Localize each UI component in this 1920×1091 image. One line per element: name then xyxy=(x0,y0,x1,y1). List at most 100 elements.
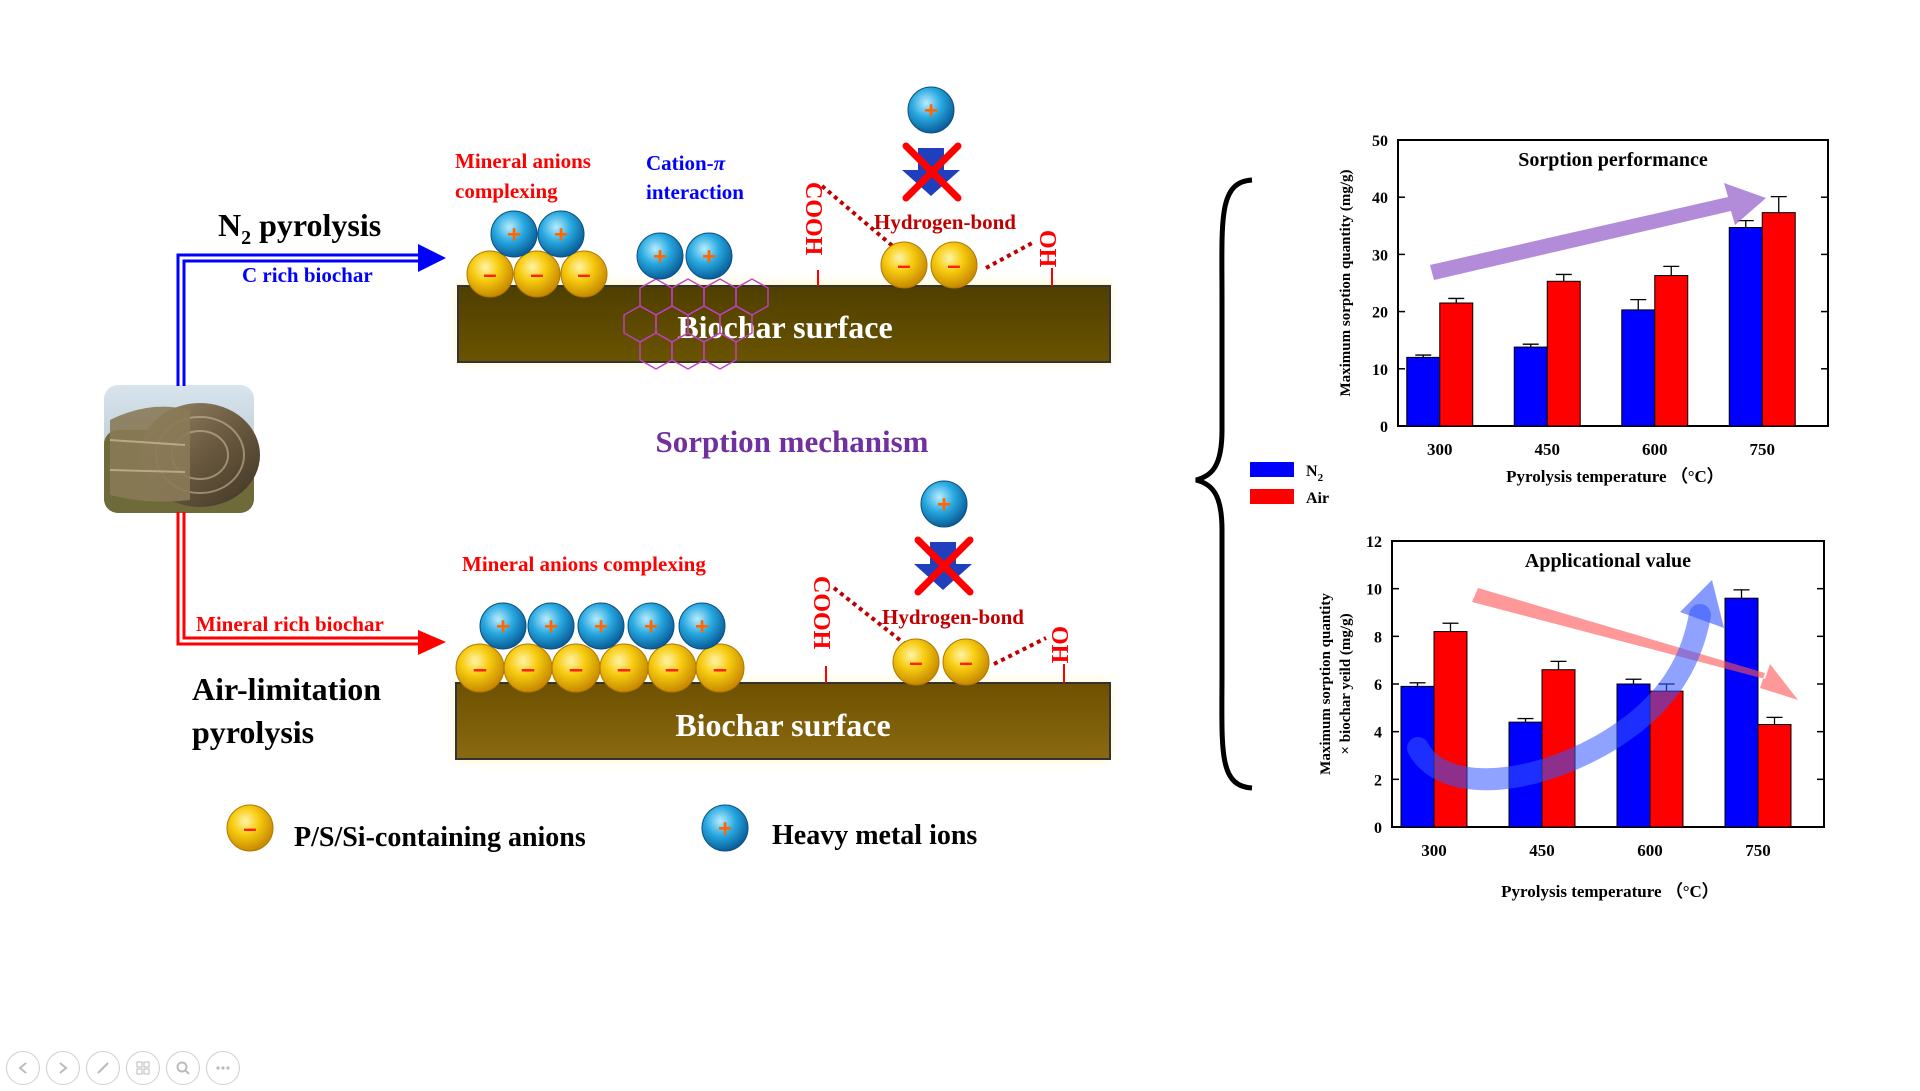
bar-n2 xyxy=(1724,597,1759,828)
cation-sphere: + xyxy=(537,210,585,258)
mineral-anions-label-line1: Mineral anions xyxy=(455,149,591,173)
minus-sign: – xyxy=(521,655,535,683)
hydrogen-bond-label-bottom: Hydrogen-bond xyxy=(882,605,1024,629)
legend-n2-swatch xyxy=(1250,462,1294,477)
x-tick-label: 300 xyxy=(1421,841,1447,860)
hydrogen-bond-label-top: Hydrogen-bond xyxy=(874,210,1016,234)
plus-sign: + xyxy=(544,614,558,641)
pen-icon xyxy=(97,1062,109,1074)
biomass-bale-photo xyxy=(104,385,260,513)
x-tick-label: 450 xyxy=(1535,440,1561,459)
y-tick-label: 2 xyxy=(1374,772,1382,789)
plus-sign: + xyxy=(702,244,716,271)
y-tick-label: 40 xyxy=(1372,190,1388,207)
magnifier-icon xyxy=(176,1061,190,1075)
top-biochar-surface: Biochar surface xyxy=(457,284,1111,363)
x-tick-label: 600 xyxy=(1637,841,1663,860)
chart-title: Sorption performance xyxy=(1518,149,1708,171)
cation-sphere: + xyxy=(907,86,955,134)
oh-label-top: OH xyxy=(1034,230,1060,268)
minus-sign: – xyxy=(569,655,583,683)
anion-sphere: – xyxy=(880,241,928,289)
minus-sign: – xyxy=(665,655,679,683)
chart-legend: N2 Air xyxy=(1250,462,1329,507)
x-tick-label: 300 xyxy=(1427,440,1453,459)
n2-pyrolysis-label: N2 pyrolysis xyxy=(218,207,381,249)
minus-sign: – xyxy=(483,262,496,289)
y-tick-label: 10 xyxy=(1372,362,1388,379)
legend-air-swatch xyxy=(1250,489,1294,504)
plus-sign: + xyxy=(644,614,658,641)
anion-sphere: – xyxy=(466,250,514,298)
anion-sphere: – xyxy=(942,638,990,686)
anion-sphere: – xyxy=(695,643,745,693)
plus-sign: + xyxy=(507,222,521,249)
blocked-cation-bottom xyxy=(914,536,974,596)
cation-sphere: + xyxy=(636,232,684,280)
minus-sign: – xyxy=(617,655,631,683)
trend-arrow-curved xyxy=(1407,604,1711,791)
bar-air xyxy=(1439,302,1474,427)
y-tick-label: 30 xyxy=(1372,247,1388,264)
cation-sphere: + xyxy=(685,232,733,280)
y-tick-label: 10 xyxy=(1366,582,1382,599)
cation-sphere: + xyxy=(920,480,968,528)
ion-spheres: –––++++––+––––––+++++––+–+ xyxy=(226,86,990,852)
air-limitation-label-line1: Air-limitation xyxy=(192,671,381,707)
mineral-rich-biochar-label: Mineral rich biochar xyxy=(196,612,384,636)
oh-label-bottom: OH xyxy=(1046,626,1072,664)
cross-mark-icon xyxy=(902,142,962,202)
legend-n2-text: N2 xyxy=(1306,463,1324,484)
air-pathway-arrow xyxy=(176,512,446,655)
plus-sign: + xyxy=(496,614,510,641)
y-tick-label: 0 xyxy=(1374,820,1382,837)
y-tick-label: 50 xyxy=(1372,133,1388,150)
plus-sign: + xyxy=(653,244,667,271)
bottom-biochar-surface: Biochar surface xyxy=(455,682,1111,760)
mineral-anions-label-bottom: Mineral anions complexing xyxy=(462,552,706,576)
anion-sphere: – xyxy=(455,643,505,693)
minus-sign: – xyxy=(713,655,727,683)
minus-sign: – xyxy=(909,650,922,677)
bar-air xyxy=(1433,631,1468,828)
legend-air-text: Air xyxy=(1306,490,1329,507)
trend-arrow-curved-head xyxy=(1680,580,1724,628)
plus-sign: + xyxy=(937,492,951,519)
cooh-label-top: COOH xyxy=(800,182,826,256)
bar-n2 xyxy=(1406,356,1441,427)
bar-n2 xyxy=(1621,309,1656,427)
chevron-right-icon xyxy=(59,1062,68,1074)
minus-sign: – xyxy=(243,816,256,843)
y-tick-label: 0 xyxy=(1380,419,1388,436)
legend-anions-label: P/S/Si-containing anions xyxy=(294,822,586,853)
legend-metal-label: Heavy metal ions xyxy=(772,820,977,851)
minus-sign: – xyxy=(897,253,910,280)
trend-arrow-up xyxy=(1430,183,1766,280)
cation-sphere: + xyxy=(701,804,749,852)
cation-sphere: + xyxy=(678,602,726,650)
y-tick-label: 20 xyxy=(1372,305,1388,322)
y-tick-label: 12 xyxy=(1366,534,1382,551)
bar-air xyxy=(1757,724,1792,828)
chevron-left-icon xyxy=(18,1062,27,1074)
x-tick-label: 450 xyxy=(1529,841,1555,860)
anion-sphere: – xyxy=(551,643,601,693)
cation-pi-label-line2: interaction xyxy=(646,180,744,204)
ellipsis-icon xyxy=(216,1066,230,1070)
anion-sphere: – xyxy=(503,643,553,693)
biochar-surface-text-bottom: Biochar surface xyxy=(675,707,890,743)
cation-sphere: + xyxy=(527,602,575,650)
plus-sign: + xyxy=(554,222,568,249)
y-axis-label: Maximum sorption quantity (mg/g) xyxy=(1338,169,1354,396)
anion-sphere: – xyxy=(226,804,274,852)
bar-air xyxy=(1654,275,1689,427)
anion-sphere: – xyxy=(513,250,561,298)
x-tick-label: 750 xyxy=(1745,841,1771,860)
bar-n2 xyxy=(1728,227,1763,427)
plus-sign: + xyxy=(924,98,938,125)
bar-air xyxy=(1541,669,1576,828)
bar-n2 xyxy=(1513,346,1548,427)
